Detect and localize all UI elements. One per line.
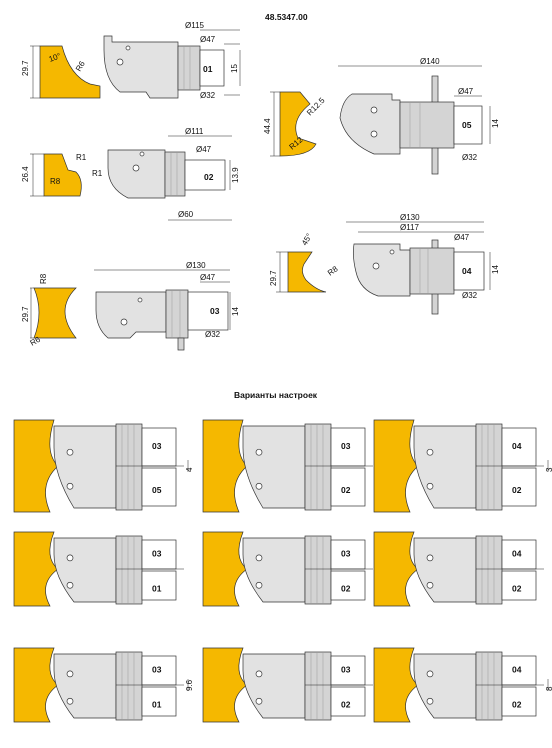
profile-01-height: 29.7 <box>21 60 30 76</box>
setting-top-cutter: 03 <box>341 665 351 675</box>
profile-03-height: 29.7 <box>21 306 30 322</box>
cutter-02-bore: Ø47 <box>196 145 212 154</box>
setting-top-cutter: 03 <box>341 441 351 451</box>
setting-assembly: 04 02 3 <box>373 419 552 513</box>
setting-gap: 4 <box>185 467 194 472</box>
cutter-02-height: 13.9 <box>231 167 240 183</box>
profile-02-radius-1: R1 <box>76 153 87 162</box>
setting-assembly: 03029 <box>202 647 383 723</box>
cutter-04-diameter: Ø130 <box>400 213 420 222</box>
cutter-01-diameter: Ø115 <box>185 21 205 30</box>
settings-title: Варианты настроек <box>234 390 318 400</box>
cutter-02-label: 02 <box>204 172 214 182</box>
setting-bottom-cutter: 01 <box>152 584 162 594</box>
setting-top-cutter: 04 <box>512 549 522 559</box>
cutter-03-height: 14 <box>231 307 240 316</box>
setting-gap: 9.6 <box>185 679 194 691</box>
setting-assembly: 03 01 9.6 <box>13 647 194 723</box>
profile-01-radius: R6 <box>74 59 87 73</box>
setting-top-cutter: 03 <box>152 549 162 559</box>
cutter-03-hub: Ø32 <box>205 330 221 339</box>
setting-bottom-cutter: 02 <box>341 584 351 594</box>
profile-02-radius-3: R8 <box>50 177 61 186</box>
setting-bottom-cutter: 05 <box>152 485 162 495</box>
cutter-05-hub: Ø32 <box>462 153 478 162</box>
setting-top-cutter: 04 <box>512 665 522 675</box>
cutter-05-drawing: 44.4 R12.5 R12 Ø140 Ø47 05 14 Ø32 <box>263 57 500 175</box>
profile-04-angle: 45° <box>300 232 314 247</box>
setting-gap: 8 <box>545 686 552 691</box>
profile-04-radius: R8 <box>326 264 340 278</box>
cutter-01-hub: Ø32 <box>200 91 216 100</box>
setting-bottom-cutter: 01 <box>152 700 162 710</box>
cutter-01-label: 01 <box>203 64 213 74</box>
cutter-05-label: 05 <box>462 120 472 130</box>
cutter-01-height: 15 <box>230 64 239 73</box>
profile-05-height: 44.4 <box>263 118 272 134</box>
profile-05-radius-1: R12.5 <box>305 96 327 118</box>
profile-03-radius-1: R8 <box>39 273 48 284</box>
setting-assembly: 03 02 <box>202 531 373 607</box>
cutter-02-diameter: Ø111 <box>185 127 204 136</box>
setting-assembly: 04 02 <box>373 531 544 607</box>
cutter-02-hub: Ø60 <box>178 210 194 219</box>
setting-top-cutter: 04 <box>512 441 522 451</box>
profile-04-height: 29.7 <box>269 270 278 286</box>
cutter-05-diameter: Ø140 <box>420 57 440 66</box>
cutter-04-bore: Ø47 <box>454 233 470 242</box>
cutter-03-bore: Ø47 <box>200 273 216 282</box>
settings-grid: 0305403022.70402303010302040203019.60302… <box>13 419 552 723</box>
profile-01-angle: 10° <box>48 51 62 64</box>
setting-assembly: 03022.7 <box>202 419 383 513</box>
cutter-05-height: 14 <box>491 119 500 128</box>
setting-assembly: 03 05 4 <box>13 419 194 513</box>
profile-02-height: 26.4 <box>21 166 30 182</box>
cutter-02-drawing: 26.4 R1 R1 R8 Ø111 Ø47 02 13.9 Ø60 <box>21 127 240 221</box>
setting-gap: 3 <box>545 467 552 472</box>
cutter-03-label: 03 <box>210 306 220 316</box>
setting-top-cutter: 03 <box>152 665 162 675</box>
setting-assembly: 04 02 8 <box>373 647 552 723</box>
setting-top-cutter: 03 <box>341 549 351 559</box>
setting-bottom-cutter: 02 <box>512 584 522 594</box>
cutter-03-diameter: Ø130 <box>186 261 206 270</box>
setting-bottom-cutter: 02 <box>512 700 522 710</box>
profile-02-radius-2: R1 <box>92 169 103 178</box>
cutter-01-bore: Ø47 <box>200 35 216 44</box>
cutter-04-label: 04 <box>462 266 472 276</box>
setting-top-cutter: 03 <box>152 441 162 451</box>
cutter-03-drawing: 29.7 R8 R6 Ø130 Ø47 03 14 Ø32 <box>21 261 240 351</box>
setting-bottom-cutter: 02 <box>341 700 351 710</box>
setting-assembly: 03 01 <box>13 531 184 607</box>
cutter-04-inner-diameter: Ø117 <box>400 223 420 232</box>
cutter-05-bore: Ø47 <box>458 87 474 96</box>
setting-bottom-cutter: 02 <box>341 485 351 495</box>
cutter-04-hub: Ø32 <box>462 291 478 300</box>
cutter-01-drawing: 29.7 10° R6 Ø115 Ø47 01 15 Ø32 <box>21 21 241 100</box>
article-number: 48.5347.00 <box>265 12 308 22</box>
cutter-04-drawing: 29.7 45° R8 Ø130 Ø117 Ø47 04 14 Ø32 <box>269 213 500 315</box>
setting-bottom-cutter: 02 <box>512 485 522 495</box>
cutter-04-height: 14 <box>491 265 500 274</box>
